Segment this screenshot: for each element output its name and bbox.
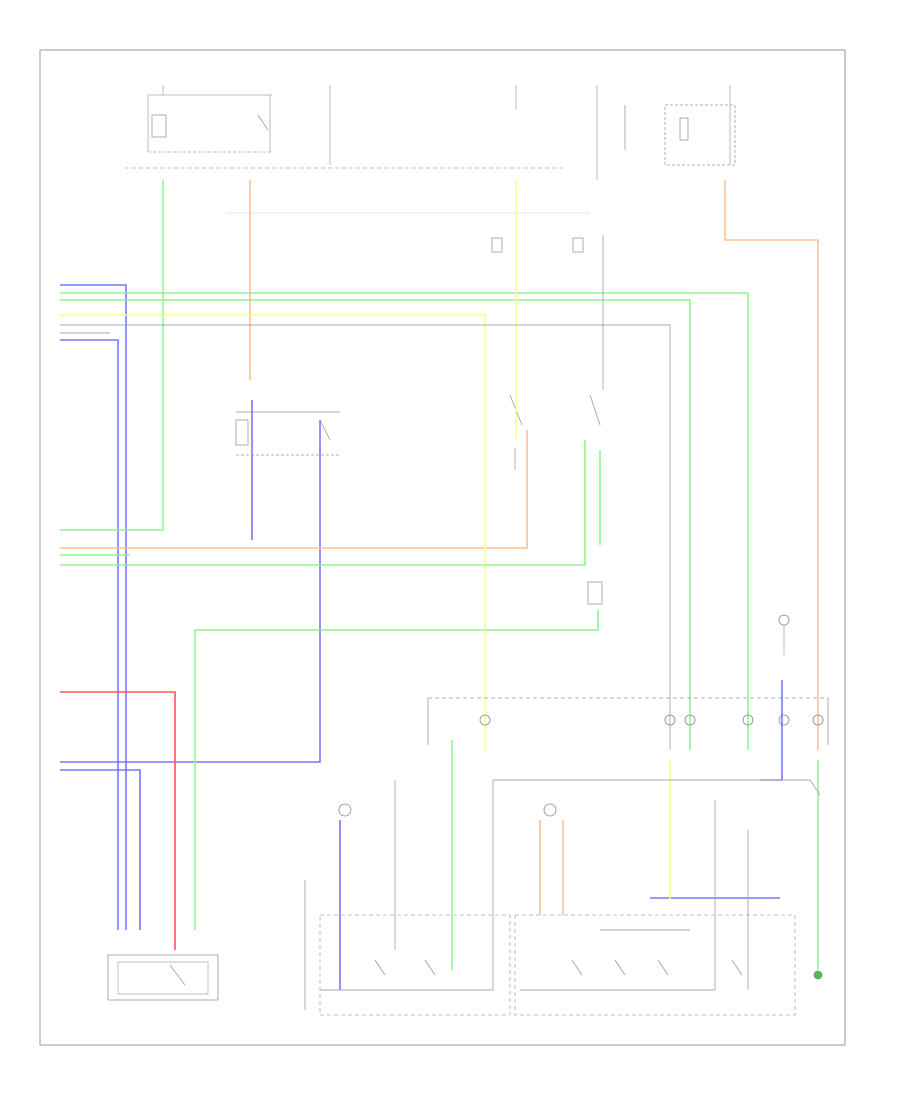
diagram-frame [39, 49, 846, 1046]
ground-symbol [778, 614, 790, 655]
bottom-center-box [319, 803, 511, 1016]
top-right-module [624, 104, 736, 166]
mid-relay [235, 411, 340, 456]
bottom-left-unit [107, 954, 219, 1001]
lower-relay [587, 581, 603, 605]
top-left-relay [147, 94, 272, 153]
orange-wires [60, 180, 819, 915]
yellow-wires [60, 180, 671, 900]
red-wire [60, 691, 176, 950]
right-ground [813, 970, 823, 980]
gray-wires [60, 235, 821, 1010]
upper-small-relays [491, 237, 584, 253]
blue-wires [60, 284, 783, 990]
bottom-right-box [514, 803, 796, 1016]
green-wires [60, 180, 819, 970]
switch-b [589, 394, 601, 426]
splice-connector [427, 697, 829, 745]
